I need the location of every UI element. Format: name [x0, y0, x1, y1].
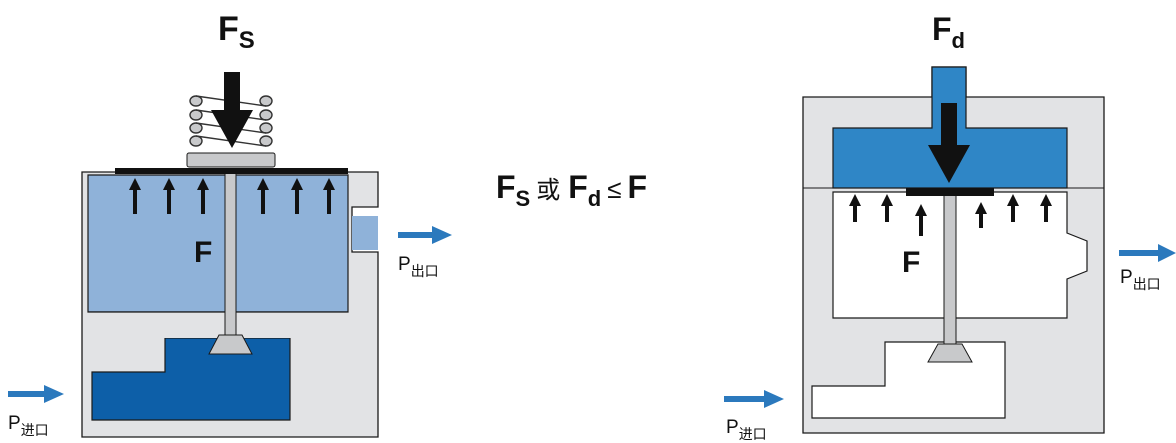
left-force-arrow-icon [211, 72, 253, 148]
right-force-label: Fd [932, 11, 965, 53]
left-force-label: FS [218, 10, 255, 54]
right-pressure-arrows-icon [849, 194, 1052, 236]
spring-icon [189, 95, 273, 147]
left-outlet-arrow-icon [398, 226, 452, 244]
right-outlet-label: P出口 [1120, 267, 1161, 293]
left-inlet-label: P进口 [8, 413, 49, 439]
right-force-arrow-icon [928, 103, 970, 183]
right-diaphragm [906, 188, 994, 196]
left-valve-plug [208, 334, 253, 355]
left-diaphragm [115, 168, 348, 174]
right-valve-stem [943, 191, 957, 351]
left-valve: FS F P出口 P进口 [8, 10, 452, 439]
right-valve-plug [927, 343, 973, 363]
left-outlet-label: P出口 [398, 254, 439, 280]
left-inlet-arrow-icon [8, 385, 64, 403]
right-inlet-label: P进口 [726, 417, 767, 443]
right-outlet-arrow-icon [1119, 244, 1176, 262]
left-outlet-channel [352, 216, 378, 250]
left-valve-stem [224, 171, 237, 341]
right-inlet-arrow-icon [724, 390, 784, 408]
left-partition [88, 312, 348, 338]
left-diaphragm-force-label: F [194, 236, 212, 269]
right-upper-chamber [832, 191, 1088, 319]
right-diaphragm-force-label: F [902, 246, 920, 279]
left-pressure-arrows-icon [129, 178, 335, 214]
left-spring-seat [186, 152, 276, 168]
left-upper-chamber [87, 174, 349, 313]
right-valve: Fd F P出口 P进口 [724, 11, 1176, 443]
